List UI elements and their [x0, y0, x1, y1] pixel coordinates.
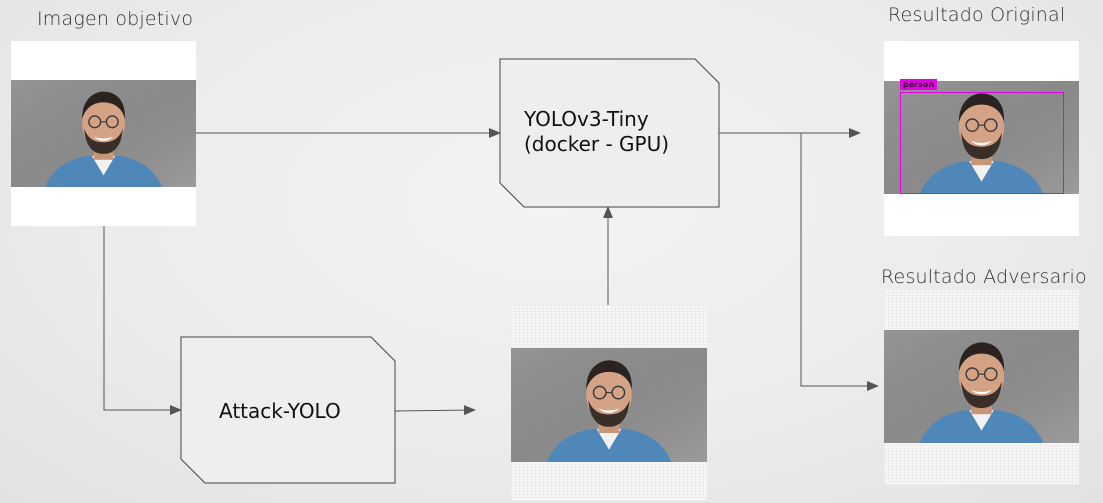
target-image	[11, 80, 196, 187]
adversarial-image-card	[511, 305, 707, 501]
attack-block	[180, 336, 396, 484]
person-detection-box	[900, 92, 1064, 194]
adversarial-result-card	[884, 290, 1079, 485]
yolo-block-text: YOLOv3-Tiny (docker - GPU)	[524, 107, 669, 157]
target-image-label: Imagen objetivo	[37, 8, 194, 30]
person-detection-label: person	[900, 79, 938, 90]
arrow-attack-to-adversarial	[394, 405, 476, 416]
adversarial-result-label: Resultado Adversario	[881, 266, 1087, 288]
adversarial-image	[511, 348, 707, 462]
yolo-block-line2: (docker - GPU)	[524, 132, 670, 156]
yolo-block	[499, 58, 720, 208]
target-image-card	[11, 41, 196, 226]
original-result-label: Resultado Original	[888, 4, 1066, 26]
original-result-card: person	[884, 41, 1079, 236]
arrow-yolo-to-adversarial-result	[800, 133, 879, 391]
adversarial-result-image	[884, 330, 1079, 443]
yolo-block-line1: YOLOv3-Tiny	[524, 107, 649, 131]
attack-block-text: Attack-YOLO	[219, 399, 341, 423]
arrow-input-to-attack	[103, 226, 182, 415]
